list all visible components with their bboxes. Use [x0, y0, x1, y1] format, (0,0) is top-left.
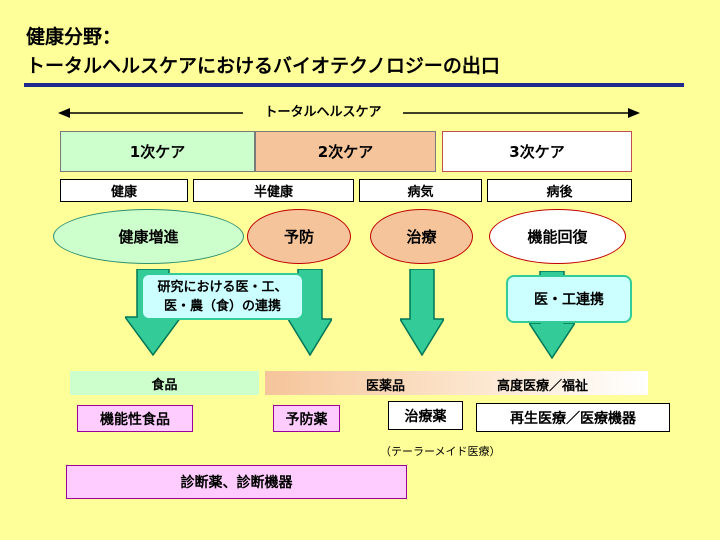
state-post-illness: 病後 — [487, 179, 632, 202]
tailor-made-medicine-note: （テーラーメイド医療） — [380, 445, 501, 458]
care-level-1: 1次ケア — [60, 131, 255, 172]
research-callout-line2: 医・農（食）の連携 — [163, 299, 281, 314]
state-semi-healthy: 半健康 — [193, 179, 354, 202]
down-arrow-treatment — [400, 269, 444, 356]
product-functional-food: 機能性食品 — [77, 405, 193, 432]
goal-prevention: 予防 — [247, 209, 351, 264]
research-collaboration-callout: 研究における医・工、 医・農（食）の連携 — [141, 273, 304, 320]
state-healthy: 健康 — [60, 179, 188, 202]
med-eng-collaboration-callout: 医・工連携 — [506, 275, 632, 323]
category-food: 食品 — [70, 371, 259, 395]
research-callout-line1: 研究における医・工、 — [157, 280, 288, 295]
product-preventive-drug: 予防薬 — [273, 405, 340, 432]
care-level-3: 3次ケア — [442, 131, 632, 172]
title-underline — [24, 83, 684, 87]
care-level-2: 2次ケア — [255, 131, 436, 172]
product-therapeutic-drug: 治療薬 — [388, 401, 463, 430]
slide-title-line2: トータルヘルスケアにおけるバイオテクノロジーの出口 — [26, 55, 500, 77]
category-pharma: 医薬品 — [366, 379, 406, 394]
goal-rehabilitation: 機能回復 — [489, 209, 626, 264]
goal-health-promotion: 健康増進 — [53, 209, 244, 264]
category-pharma-advanced-bar — [265, 371, 648, 395]
product-diagnostics: 診断薬、診断機器 — [66, 465, 407, 499]
goal-treatment: 治療 — [370, 209, 473, 264]
slide-title-line1: 健康分野： — [26, 26, 122, 48]
total-care-label: トータルヘルスケア — [243, 104, 403, 122]
state-ill: 病気 — [359, 179, 482, 202]
product-regenerative-medicine: 再生医療／医療機器 — [476, 403, 670, 432]
category-advanced-welfare: 高度医療／福祉 — [497, 379, 589, 394]
